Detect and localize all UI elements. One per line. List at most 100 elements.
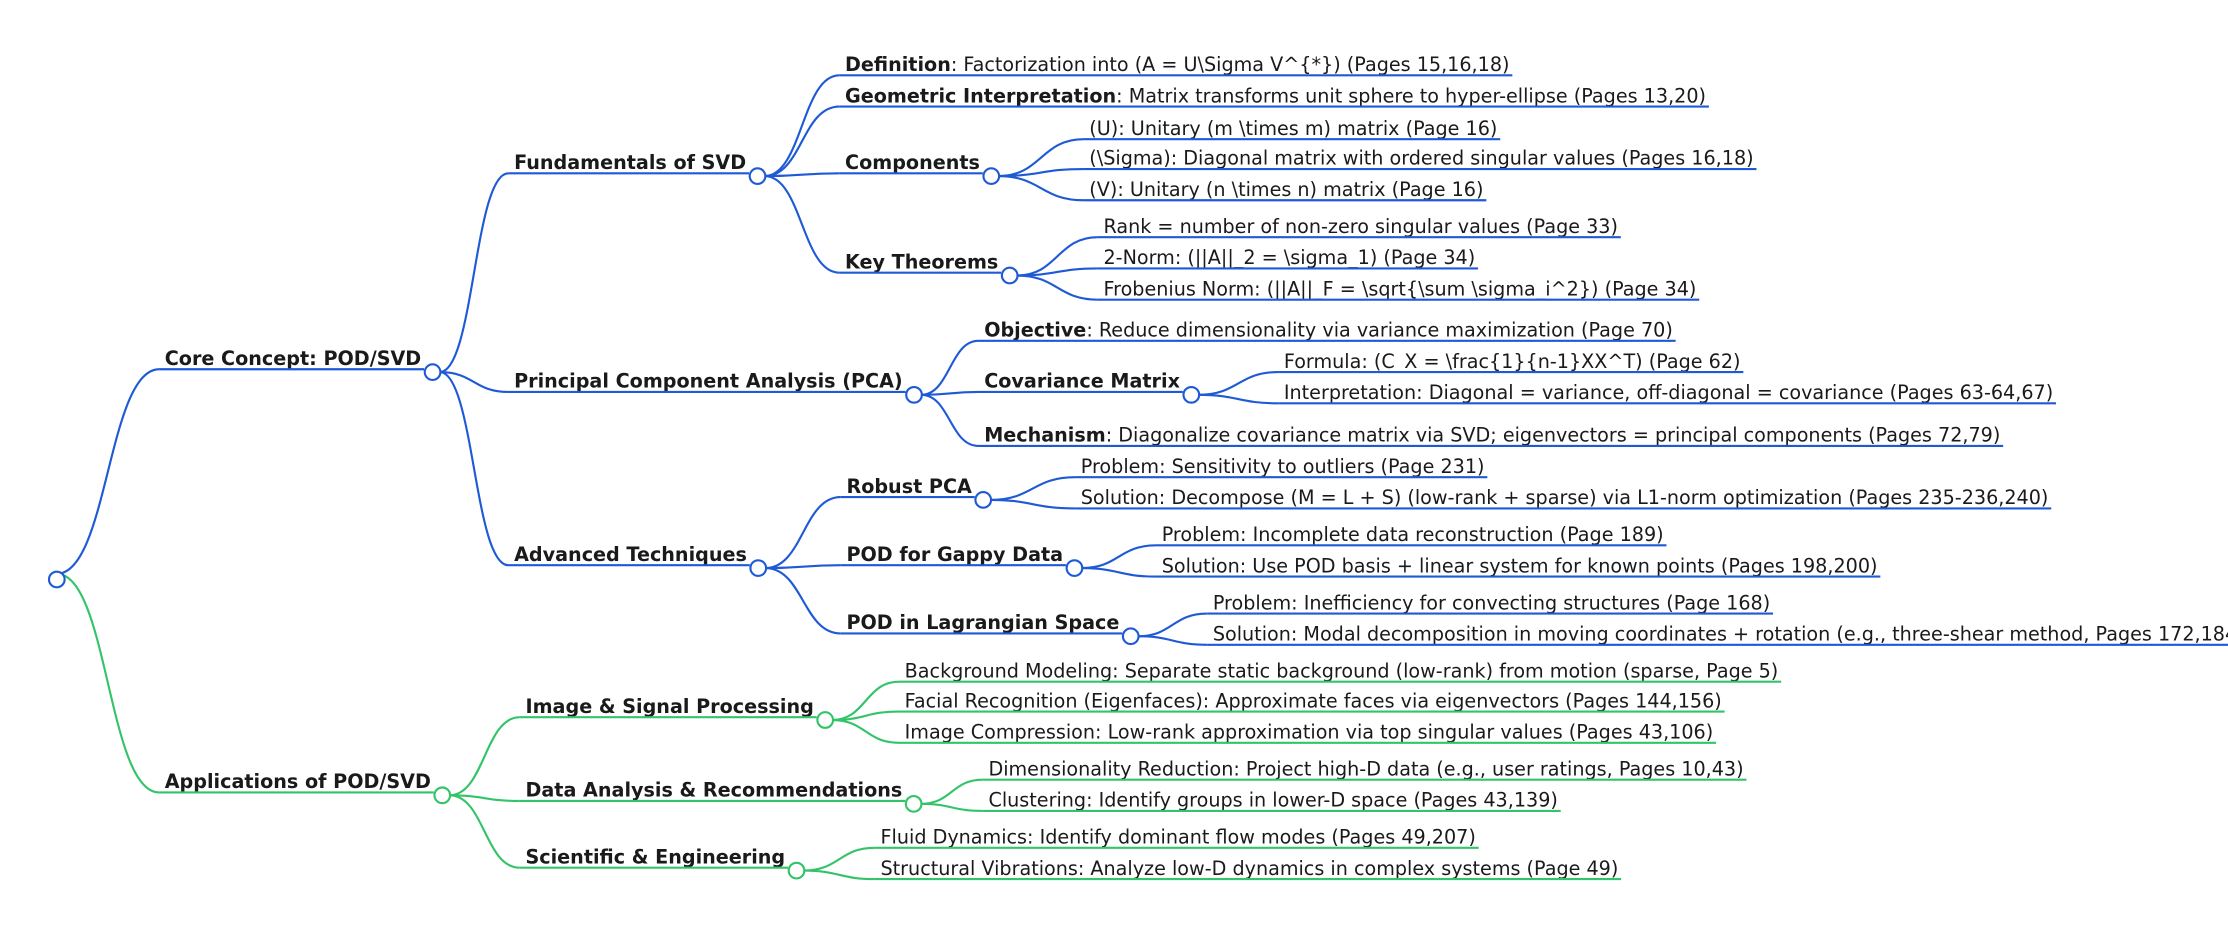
connector-line: [764, 105, 840, 178]
collapse-toggle[interactable]: [1121, 627, 1140, 646]
collapse-toggle[interactable]: [905, 385, 923, 404]
node-label-text: Solution: Use POD basis + linear system …: [1162, 554, 1878, 577]
branch-node-robust-pca[interactable]: Robust PCA: [840, 475, 993, 509]
node-label: Dimensionality Reduction: Project high-D…: [988, 757, 1743, 780]
leaf-node-clustering-identify-groups-in-lower-d-sp[interactable]: Clustering: Identify groups in lower-D s…: [982, 789, 1561, 812]
connector-line: [998, 138, 1084, 178]
node-label-text: Covariance Matrix: [984, 370, 1180, 393]
collapse-toggle[interactable]: [904, 794, 923, 813]
node-label-text: (U): Unitary (m \times m) matrix (Page 1…: [1089, 117, 1497, 140]
node-label: (U): Unitary (m \times m) matrix (Page 1…: [1089, 117, 1497, 140]
node-label-text: Formula: (C_X = \frac{1}{n-1}XX^T) (Page…: [1284, 350, 1741, 373]
leaf-node-definition[interactable]: Definition: Factorization into (A = U\Si…: [839, 53, 1513, 77]
collapse-toggle[interactable]: [433, 786, 452, 805]
node-label: Solution: Use POD basis + linear system …: [1162, 554, 1878, 577]
branch-node-pod-in-lagrangian-space[interactable]: POD in Lagrangian Space: [840, 611, 1140, 646]
branch-node-data-analysis-recommendations[interactable]: Data Analysis & Recommendations: [519, 779, 923, 813]
node-label: Core Concept: POD/SVD: [165, 347, 421, 370]
leaf-node-geometric-interpretation[interactable]: Geometric Interpretation: Matrix transfo…: [839, 84, 1709, 108]
leaf-node-interpretation-diagonal-variance-off-dia[interactable]: Interpretation: Diagonal = variance, off…: [1278, 381, 2057, 405]
node-label: Problem: Inefficiency for convecting str…: [1213, 591, 1770, 614]
leaf-node-problem-incomplete-data-reconstruction-p[interactable]: Problem: Incomplete data reconstruction …: [1156, 523, 1667, 547]
edge-layer: [56, 74, 1279, 881]
leaf-node-sigma-diagonal-matrix-with-ordered-singu[interactable]: (\Sigma): Diagonal matrix with ordered s…: [1083, 147, 1757, 171]
branch-node-advanced-techniques[interactable]: Advanced Techniques: [508, 543, 768, 577]
node-label-text: Robust PCA: [846, 475, 972, 498]
node-label: Components: [845, 151, 980, 174]
leaf-node-image-compression-low-rank-approximation[interactable]: Image Compression: Low-rank approximatio…: [898, 721, 1717, 744]
branch-node-principal-component-analysis-pca[interactable]: Principal Component Analysis (PCA): [508, 370, 923, 404]
node-label-text: Frobenius Norm: (||A||_F = \sqrt{\sum \s…: [1103, 277, 1696, 300]
node-layer: Core Concept: POD/SVD Fundamentals of SVD…: [47, 53, 2228, 881]
node-label-description: : Diagonalize covariance matrix via SVD;…: [1106, 424, 2001, 447]
node-label: Objective: Reduce dimensionality via var…: [984, 319, 1673, 342]
collapse-toggle[interactable]: [974, 491, 993, 509]
node-label: Rank = number of non-zero singular value…: [1103, 215, 1617, 238]
leaf-node-dimensionality-reduction-project-high-d-[interactable]: Dimensionality Reduction: Project high-D…: [982, 757, 1747, 781]
node-label: Background Modeling: Separate static bac…: [905, 659, 1779, 682]
node-label-text: Applications of POD/SVD: [165, 770, 431, 793]
leaf-node-u-unitary-m-times-m-matrix-page-16[interactable]: (U): Unitary (m \times m) matrix (Page 1…: [1083, 117, 1501, 141]
branch-node-fundamentals-of-svd[interactable]: Fundamentals of SVD: [508, 151, 767, 185]
leaf-node-mechanism[interactable]: Mechanism: Diagonalize covariance matrix…: [978, 424, 2004, 448]
node-label: Image & Signal Processing: [525, 695, 813, 718]
leaf-node-solution-modal-decomposition-in-moving-c[interactable]: Solution: Modal decomposition in moving …: [1207, 623, 2228, 646]
branch-node-applications-of-pod-svd[interactable]: Applications of POD/SVD: [159, 770, 452, 805]
leaf-node-facial-recognition-eigenfaces-approximat[interactable]: Facial Recognition (Eigenfaces): Approxi…: [898, 689, 1725, 713]
leaf-node-solution-decompose-m-l-s-low-rank-sparse[interactable]: Solution: Decompose (M = L + S) (low-ran…: [1075, 486, 2052, 510]
node-label: Solution: Decompose (M = L + S) (low-ran…: [1081, 486, 2049, 509]
collapse-toggle[interactable]: [982, 167, 1001, 185]
node-label: Fundamentals of SVD: [514, 151, 746, 174]
node-label: Problem: Incomplete data reconstruction …: [1162, 523, 1664, 546]
collapse-toggle[interactable]: [1065, 559, 1084, 577]
leaf-node-problem-inefficiency-for-convecting-stru[interactable]: Problem: Inefficiency for convecting str…: [1207, 591, 1774, 615]
leaf-node-2-norm-a-2-sigma-1-page-34[interactable]: 2-Norm: (||A||_2 = \sigma_1) (Page 34): [1097, 246, 1479, 270]
collapse-toggle[interactable]: [748, 167, 767, 185]
node-label-text: Background Modeling: Separate static bac…: [905, 659, 1779, 682]
node-label: Facial Recognition (Eigenfaces): Approxi…: [905, 689, 1722, 712]
connector-line: [765, 496, 841, 570]
node-label-term: Geometric Interpretation: [845, 84, 1116, 107]
collapse-toggle[interactable]: [749, 559, 768, 577]
node-label-text: Key Theorems: [845, 250, 998, 273]
leaf-node-objective[interactable]: Objective: Reduce dimensionality via var…: [978, 319, 1676, 342]
collapse-toggle[interactable]: [1000, 266, 1019, 285]
branch-node-image-signal-processing[interactable]: Image & Signal Processing: [519, 695, 835, 729]
node-label-text: Rank = number of non-zero singular value…: [1103, 215, 1617, 238]
connector-line: [1137, 612, 1208, 638]
leaf-node-solution-use-pod-basis-linear-system-for[interactable]: Solution: Use POD basis + linear system …: [1156, 554, 1881, 578]
branch-node-covariance-matrix[interactable]: Covariance Matrix: [978, 370, 1201, 404]
leaf-node-rank-number-of-non-zero-singular-values-[interactable]: Rank = number of non-zero singular value…: [1097, 215, 1621, 239]
connector-line: [765, 567, 841, 635]
connector-line: [449, 716, 520, 797]
leaf-node-fluid-dynamics-identify-dominant-flow-mo[interactable]: Fluid Dynamics: Identify dominant flow m…: [874, 826, 1479, 849]
leaf-node-v-unitary-n-times-n-matrix-page-16[interactable]: (V): Unitary (n \times n) matrix (Page 1…: [1083, 178, 1487, 202]
connector-line: [1137, 635, 1208, 646]
collapse-toggle[interactable]: [816, 711, 835, 729]
branch-node-pod-for-gappy-data[interactable]: POD for Gappy Data: [840, 543, 1084, 577]
leaf-node-frobenius-norm-a-f-sqrt-sum-sigma-i-2-pa[interactable]: Frobenius Norm: (||A||_F = \sqrt{\sum \s…: [1097, 277, 1700, 301]
node-label: Applications of POD/SVD: [165, 770, 431, 793]
branch-node-components[interactable]: Components: [839, 151, 1001, 185]
node-label-text: Problem: Sensitivity to outliers (Page 2…: [1081, 455, 1485, 478]
leaf-node-formula-c-x-frac-1-n-1-xx-t-page-62[interactable]: Formula: (C_X = \frac{1}{n-1}XX^T) (Page…: [1278, 350, 1744, 374]
leaf-node-background-modeling-separate-static-back[interactable]: Background Modeling: Separate static bac…: [898, 659, 1782, 683]
node-label-text: 2-Norm: (||A||_2 = \sigma_1) (Page 34): [1103, 246, 1475, 269]
branch-node-scientific-engineering[interactable]: Scientific & Engineering: [519, 845, 806, 880]
collapse-toggle[interactable]: [1182, 385, 1201, 404]
connector-line: [1016, 274, 1098, 301]
collapse-toggle[interactable]: [423, 363, 442, 381]
leaf-node-problem-sensitivity-to-outliers-page-231[interactable]: Problem: Sensitivity to outliers (Page 2…: [1075, 455, 1488, 479]
branch-node-key-theorems[interactable]: Key Theorems: [839, 250, 1019, 285]
connector-line: [921, 393, 979, 448]
node-label: Data Analysis & Recommendations: [525, 779, 902, 802]
collapse-toggle[interactable]: [787, 861, 806, 880]
node-label-text: Principal Component Analysis (PCA): [514, 370, 903, 393]
node-label-text: Facial Recognition (Eigenfaces): Approxi…: [905, 689, 1722, 712]
root-collapse-toggle[interactable]: [47, 570, 66, 589]
node-label: Key Theorems: [845, 250, 998, 273]
node-label: Advanced Techniques: [514, 543, 747, 566]
connector-line: [803, 869, 875, 881]
branch-node-core-concept-pod-svd[interactable]: Core Concept: POD/SVD: [159, 347, 442, 381]
leaf-node-structural-vibrations-analyze-low-d-dyna[interactable]: Structural Vibrations: Analyze low-D dyn…: [874, 857, 1622, 881]
